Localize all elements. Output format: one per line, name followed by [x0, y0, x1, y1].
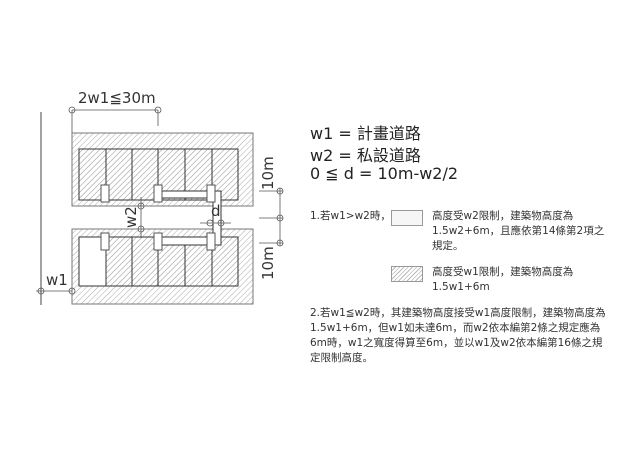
legend-text-w2: 高度受w2限制，建築物高度為1.5w2+6m，且應依第14條第2項之規定。	[432, 210, 605, 252]
dim-d-label: d	[211, 202, 221, 220]
rule1-prefix: 1.若w1>w2時，	[310, 210, 391, 222]
definition-w2: w2 = 私設道路	[310, 146, 421, 165]
dim-w2-label: w2	[122, 206, 140, 228]
legend-swatch-w2	[391, 210, 423, 226]
dim-10m-upper-label: 10m	[259, 156, 277, 190]
definition-d: 0 ≦ d = 10m-w2/2	[310, 164, 459, 183]
dim-w1-label: w1	[46, 271, 68, 289]
rule2-text: 2.若w1≦w2時，其建築物高度接受w1高度限制，建築物高度為1.5w1+6m，…	[310, 307, 606, 364]
dim-top-label: 2w1≦30m	[78, 89, 156, 107]
legend-text-w1: 高度受w1限制，建築物高度為1.5w1+6m	[432, 266, 574, 293]
legend-swatch-w1	[391, 266, 423, 282]
dim-10m-lower-label: 10m	[259, 246, 277, 280]
definition-w1: w1 = 計畫道路	[310, 124, 421, 143]
